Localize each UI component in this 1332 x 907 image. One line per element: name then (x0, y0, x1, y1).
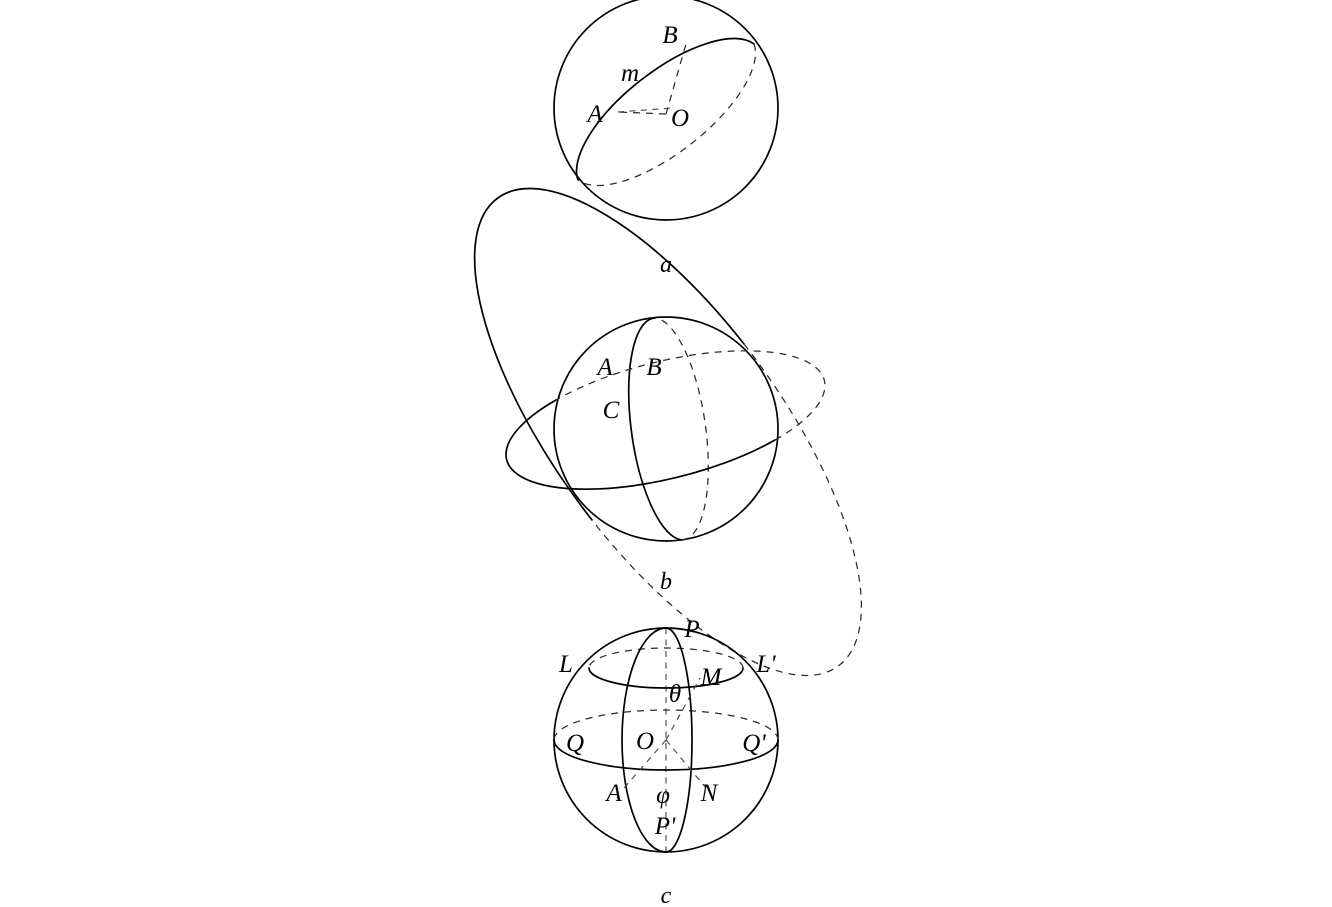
label-vertex-c-fig-b: C (603, 397, 620, 424)
label-parallel-right-c: L' (755, 651, 776, 678)
great-circle-2-front-b (505, 399, 776, 491)
radius-om-c (665, 677, 701, 741)
great-circle-3-back-b (591, 343, 862, 677)
label-vertex-b-fig-b: B (646, 354, 661, 381)
label-point-a-fig-a: A (585, 101, 603, 128)
label-point-b-fig-a: B (662, 22, 677, 49)
label-center-o-c: O (636, 728, 654, 755)
great-circle-front-arc-a (575, 37, 755, 181)
figure-b: A B C b (473, 187, 862, 677)
great-circle-1-back-b (654, 317, 709, 541)
label-point-o-fig-a: O (671, 105, 689, 132)
caption-figure-c: c (661, 883, 672, 907)
label-angle-phi-c: φ (656, 782, 670, 809)
parallel-front-c (588, 667, 744, 689)
label-equator-right-c: Q' (742, 730, 766, 757)
great-circle-back-arc-a (577, 43, 757, 187)
meridian-left-c (621, 627, 667, 853)
label-parallel-left-c: L (558, 651, 573, 678)
label-angle-theta-c: θ (669, 681, 681, 708)
label-point-m-c: M (700, 664, 723, 691)
parallel-back-c (588, 647, 744, 669)
radius-oa-a (617, 111, 667, 115)
label-arc-m-fig-a: m (621, 60, 639, 87)
meridian-right-c (665, 627, 693, 853)
radius-corner-tick-a (617, 107, 674, 113)
great-circle-2-back-b (555, 350, 826, 441)
caption-figure-b: b (660, 569, 672, 595)
great-circle-1-front-b (627, 317, 683, 541)
label-pole-south-c: P' (654, 813, 676, 840)
label-point-n-c: N (700, 780, 719, 807)
label-equator-left-c: Q (566, 730, 584, 757)
sphere-outline-b (553, 316, 779, 542)
figure-c: P L L' M θ Q O Q' A φ N P' c (553, 616, 779, 907)
label-vertex-a-fig-b: A (595, 354, 613, 381)
sphere-outline-a (553, 0, 779, 221)
equator-front-c (553, 739, 779, 771)
great-circle-3-front-b (473, 187, 745, 521)
equator-back-c (553, 709, 779, 741)
label-pole-north-c: P (683, 616, 699, 643)
figure-a: A B O m a (553, 0, 779, 278)
label-point-a-fig-c: A (604, 780, 622, 807)
radius-ob-a (665, 43, 687, 115)
